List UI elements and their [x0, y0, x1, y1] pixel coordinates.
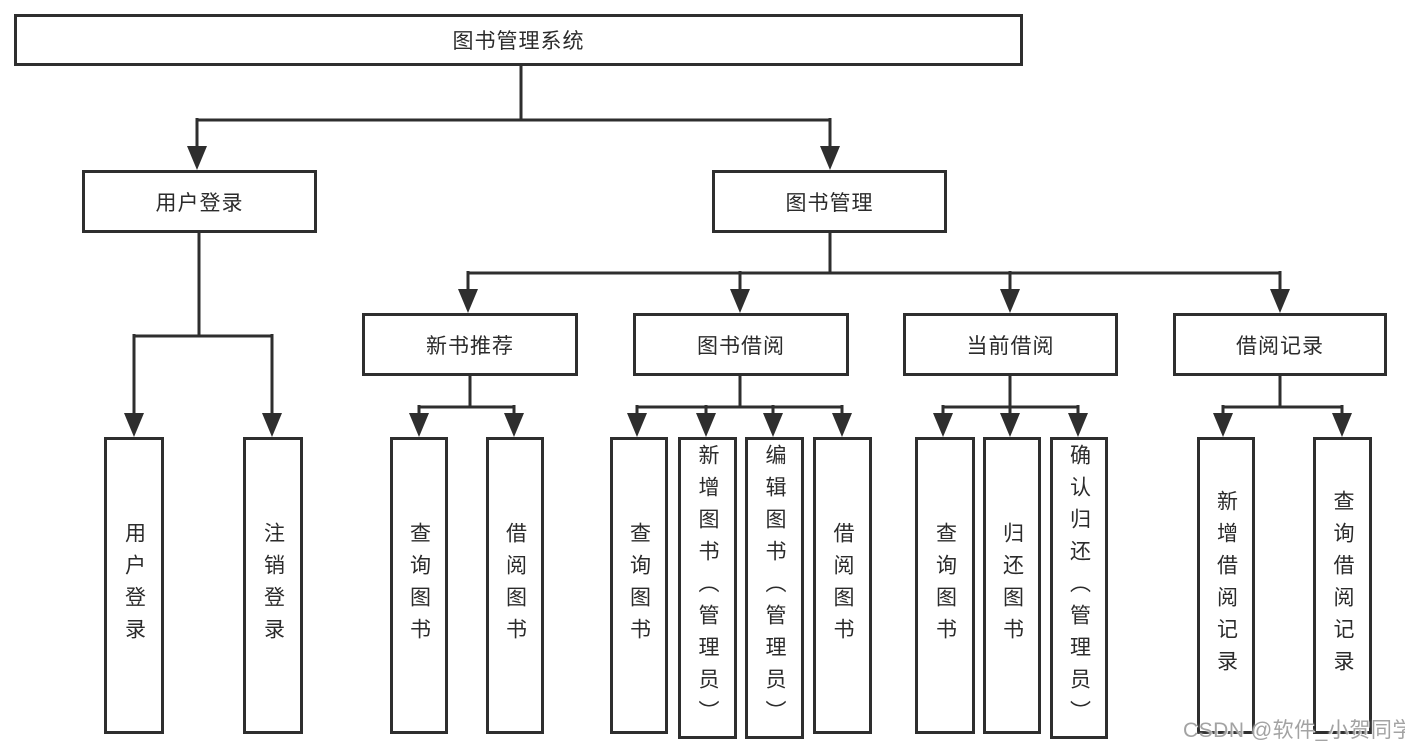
leaf-logout: 注销登录: [243, 437, 303, 734]
node-current-borrow: 当前借阅: [903, 313, 1118, 376]
leaf-label: 新增借阅记录: [1214, 489, 1238, 682]
leaf-label: 查询图书: [407, 521, 431, 650]
leaf-label: 查询图书: [627, 521, 651, 650]
node-book-management: 图书管理: [712, 170, 947, 233]
leaf-query-books-borrow: 查询图书: [610, 437, 668, 734]
leaf-query-books-current: 查询图书: [915, 437, 975, 734]
node-label: 图书管理: [785, 191, 874, 215]
leaf-label: 编辑图书（管理员）: [763, 444, 786, 732]
leaf-borrow-books-recommend: 借阅图书: [486, 437, 544, 734]
leaf-label: 查询图书: [933, 521, 957, 650]
leaf-label: 查询借阅记录: [1331, 489, 1354, 682]
leaf-label: 注销登录: [261, 521, 285, 650]
node-label: 图书管理系统: [452, 30, 585, 53]
leaf-borrow-books: 借阅图书: [813, 437, 872, 734]
leaf-add-books-admin: 新增图书（管理员）: [678, 437, 737, 739]
csdn-watermark: CSDN @软件_小贺同学: [1183, 719, 1405, 742]
node-library-management-system: 图书管理系统: [14, 14, 1023, 66]
leaf-user-login: 用户登录: [104, 437, 164, 734]
leaf-label: 归还图书: [1000, 521, 1024, 650]
node-label: 新书推荐: [426, 334, 514, 358]
leaf-query-books-recommend: 查询图书: [390, 437, 448, 734]
node-label: 当前借阅: [966, 334, 1055, 358]
node-book-borrow: 图书借阅: [633, 313, 849, 376]
leaf-query-borrow-record: 查询借阅记录: [1313, 437, 1372, 734]
leaf-add-borrow-record: 新增借阅记录: [1197, 437, 1255, 734]
leaf-label: 新增图书（管理员）: [696, 444, 719, 732]
node-new-book-recommend: 新书推荐: [362, 313, 578, 376]
leaf-edit-books-admin: 编辑图书（管理员）: [745, 437, 804, 739]
leaf-label: 借阅图书: [503, 521, 527, 650]
leaf-label: 用户登录: [122, 521, 146, 650]
node-label: 图书借阅: [697, 334, 785, 358]
leaf-confirm-return-admin: 确认归还（管理员）: [1050, 437, 1108, 739]
leaf-label: 借阅图书: [831, 521, 854, 650]
leaf-label: 确认归还（管理员）: [1067, 444, 1091, 732]
node-label: 借阅记录: [1236, 334, 1324, 358]
node-label: 用户登录: [155, 191, 244, 215]
leaf-return-books: 归还图书: [983, 437, 1041, 734]
node-borrow-records: 借阅记录: [1173, 313, 1387, 376]
node-user-login: 用户登录: [82, 170, 317, 233]
